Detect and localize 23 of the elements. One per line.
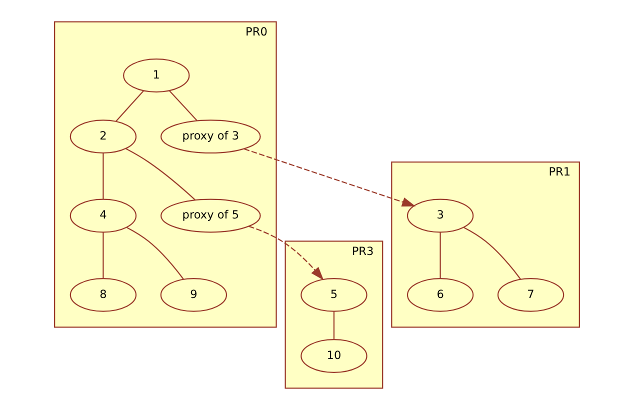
node-ellipse: 8 [69, 278, 136, 312]
connector [463, 226, 520, 280]
node-ellipse: 6 [406, 278, 474, 312]
node-ellipse: 7 [496, 278, 564, 312]
node-ellipse: 5 [300, 278, 367, 312]
node-ellipse: 3 [406, 198, 474, 233]
node-ellipse: 10 [300, 339, 367, 373]
node-ellipse: 1 [122, 58, 190, 92]
node-ellipse: 9 [160, 278, 227, 312]
connector [102, 232, 104, 278]
connector [168, 90, 197, 121]
connector [115, 90, 144, 122]
connector [439, 232, 440, 278]
arrow [243, 148, 416, 207]
node-ellipse: proxy of 3 [160, 120, 260, 154]
arrow [248, 226, 324, 280]
node-ellipse: 2 [69, 120, 136, 154]
connector [102, 153, 104, 200]
connector [332, 312, 334, 340]
node-ellipse: 4 [69, 198, 136, 233]
connector [126, 226, 184, 280]
connector [125, 148, 195, 200]
node-ellipse: proxy of 5 [160, 198, 260, 233]
